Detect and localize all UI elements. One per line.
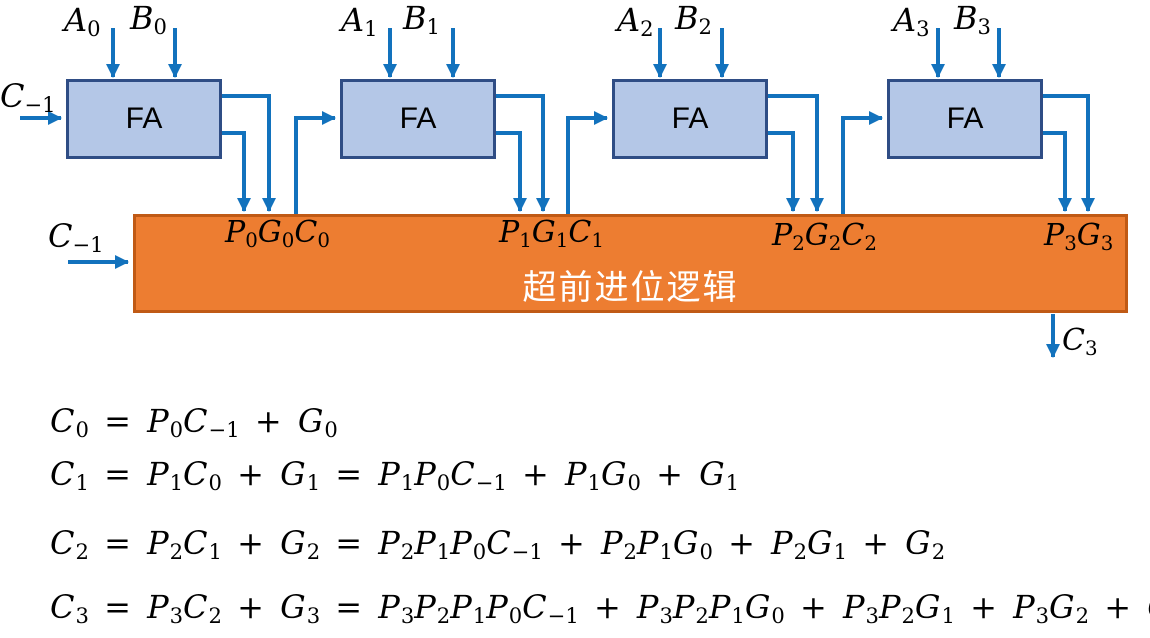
pgc-label-3: P3G3 bbox=[1044, 218, 1114, 256]
carry-lookahead-block bbox=[133, 214, 1128, 313]
input-label-b2: B2 bbox=[675, 0, 712, 40]
fa-block-3: FA bbox=[887, 79, 1043, 159]
input-label-a0: A0 bbox=[64, 1, 101, 42]
pgc-label-0: P0G0C0 bbox=[225, 215, 330, 253]
input-label-b1: B1 bbox=[403, 0, 440, 40]
wire-p1 bbox=[493, 131, 527, 212]
fa-block-2: FA bbox=[612, 79, 768, 159]
input-label-a3: A3 bbox=[893, 1, 930, 42]
input-label-b3: B3 bbox=[954, 0, 991, 40]
input-label-b0: B0 bbox=[130, 0, 167, 40]
input-label-a2: A2 bbox=[617, 1, 654, 42]
wire-p0 bbox=[222, 131, 251, 212]
wire-p2 bbox=[765, 131, 800, 212]
wire-c1-feedback bbox=[566, 111, 608, 221]
pgc-label-2: P2G2C2 bbox=[772, 218, 877, 256]
wire-g2 bbox=[765, 94, 824, 212]
fa-block-2-label: FA bbox=[671, 102, 709, 135]
pgc-label-1: P1G1C1 bbox=[499, 215, 604, 253]
fa-block-1-label: FA bbox=[399, 102, 437, 135]
carry-in-top-label: C−1 bbox=[0, 77, 56, 118]
input-label-a1: A1 bbox=[341, 1, 378, 42]
wire-g3 bbox=[1040, 94, 1095, 212]
equation-line-c2: C2 = P2C1 + G2 = P2P1P0C−1 + P2P1G0 + P2… bbox=[50, 524, 946, 565]
fa-block-0-label: FA bbox=[125, 102, 163, 135]
wire-p3 bbox=[1040, 131, 1072, 212]
fa-block-0: FA bbox=[66, 79, 222, 159]
wire-c2-feedback bbox=[841, 111, 883, 221]
fa-block-1: FA bbox=[340, 79, 496, 159]
equation-line-c0: C0 = P0C−1 + G0 bbox=[50, 402, 338, 443]
carry-lookahead-block-title: 超前进位逻辑 bbox=[522, 269, 739, 307]
wire-g1 bbox=[493, 94, 550, 212]
carry-out-label: C3 bbox=[1062, 323, 1098, 361]
equation-line-c1: C1 = P1C0 + G1 = P1P0C−1 + P1G0 + G1 bbox=[50, 455, 740, 496]
wire-c0-feedback bbox=[294, 111, 336, 221]
wire-g0 bbox=[222, 94, 276, 212]
fa-block-3-label: FA bbox=[946, 102, 984, 135]
equation-line-c3: C3 = P3C2 + G3 = P3P2P1P0C−1 + P3P2P1G0 … bbox=[50, 588, 1150, 629]
carry-in-bottom-label: C−1 bbox=[48, 217, 104, 258]
